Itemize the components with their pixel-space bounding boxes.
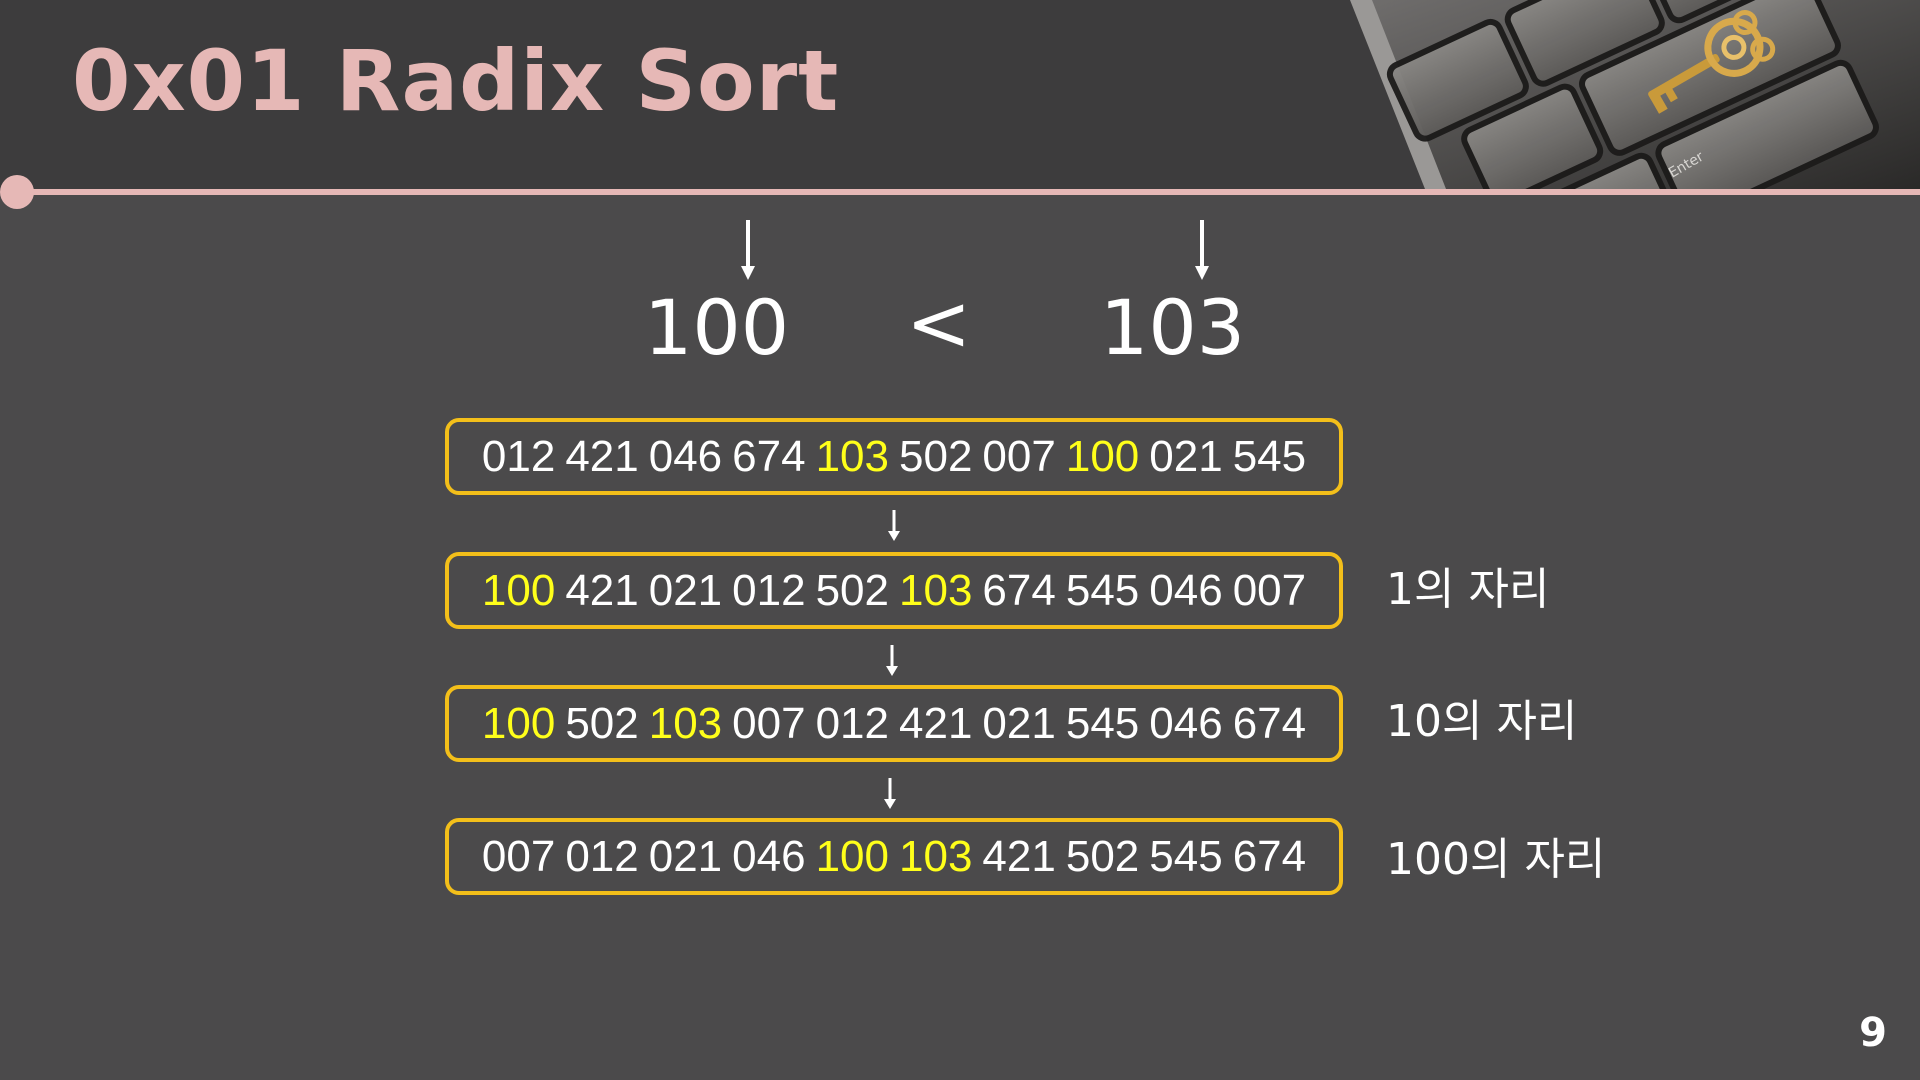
array-number: 545 [1065, 565, 1140, 615]
array-number: 007 [481, 831, 556, 881]
array-number: 021 [1149, 431, 1223, 481]
down-arrow-icon [886, 645, 898, 676]
down-arrow-icon [888, 510, 900, 541]
highlighted-number: 100 [481, 565, 556, 615]
array-number: 421 [565, 431, 639, 481]
down-arrow-icon [741, 220, 755, 280]
compare-right-value: 103 [1100, 283, 1246, 372]
page-number: 9 [1859, 1010, 1887, 1056]
array-number: 012 [481, 431, 556, 481]
array-number: 421 [899, 698, 973, 748]
highlighted-number: 103 [648, 698, 723, 748]
digit-pass-label: 10의 자리 [1386, 696, 1578, 747]
array-number: 012 [732, 565, 806, 615]
down-arrow-icon [884, 778, 896, 809]
array-number: 502 [899, 431, 973, 481]
array-number: 012 [815, 698, 889, 748]
array-number: 046 [732, 831, 806, 881]
highlighted-number: 103 [815, 431, 889, 481]
highlighted-number: 100 [1065, 431, 1140, 481]
array-number: 674 [1232, 698, 1307, 748]
keyboard-key-photo: Enter [1350, 0, 1920, 189]
array-number: 421 [565, 565, 639, 615]
array-number: 545 [1232, 431, 1307, 481]
digit-pass-label: 100의 자리 [1386, 834, 1606, 885]
array-number: 502 [565, 698, 639, 748]
highlighted-number: 103 [899, 831, 973, 881]
array-number: 046 [1149, 565, 1223, 615]
less-than-operator: < [906, 279, 972, 369]
array-number: 021 [648, 831, 723, 881]
page-title: 0x01 Radix Sort [72, 32, 840, 130]
highlighted-number: 103 [899, 565, 973, 615]
array-number: 021 [648, 565, 723, 615]
array-number: 502 [1065, 831, 1140, 881]
array-number: 046 [1149, 698, 1223, 748]
array-number: 007 [982, 431, 1056, 481]
array-number: 012 [565, 831, 639, 881]
title-bullet-dot [0, 175, 34, 209]
array-number: 545 [1065, 698, 1140, 748]
array-number: 046 [648, 431, 723, 481]
array-number: 021 [982, 698, 1056, 748]
highlighted-number: 100 [815, 831, 889, 881]
array-number: 007 [732, 698, 806, 748]
golden-key-icon [1648, 10, 1776, 114]
digit-pass-label: 1의 자리 [1386, 564, 1550, 615]
array-number: 545 [1149, 831, 1223, 881]
array-number: 674 [982, 565, 1056, 615]
title-underline [16, 189, 1920, 195]
array-number: 421 [982, 831, 1056, 881]
array-number: 674 [1232, 831, 1307, 881]
array-number: 007 [1232, 565, 1307, 615]
highlighted-number: 100 [481, 698, 556, 748]
compare-left-value: 100 [644, 283, 790, 372]
array-number: 502 [815, 565, 889, 615]
array-number: 674 [732, 431, 806, 481]
down-arrow-icon [1195, 220, 1209, 280]
